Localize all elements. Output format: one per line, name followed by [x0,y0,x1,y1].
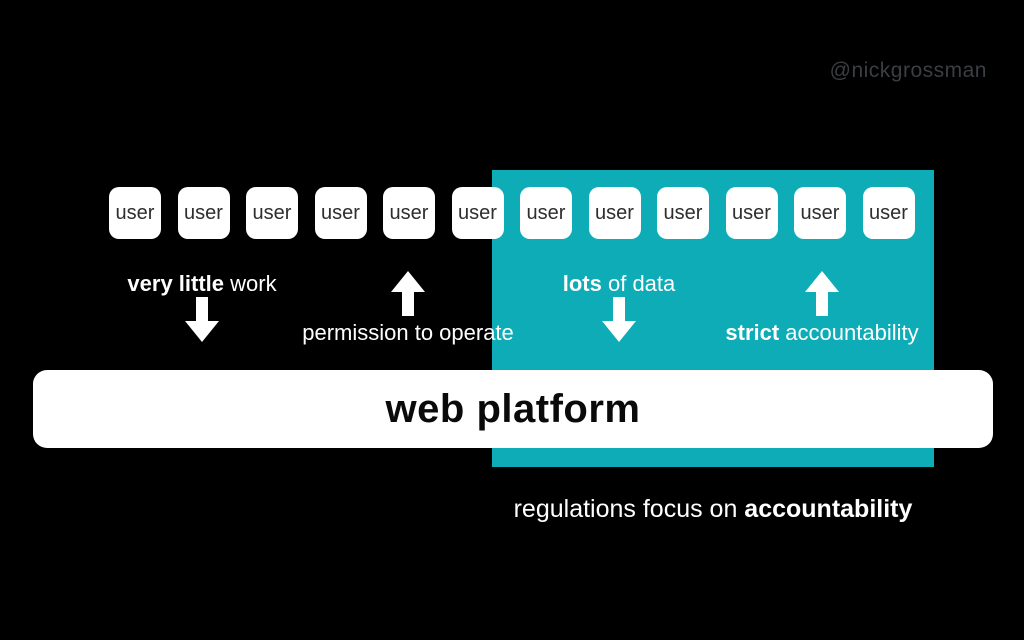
user-box-label: user [184,201,223,224]
very-little-work-label: very little work [127,271,276,297]
lots-of-data-label: lots of data [563,271,676,297]
user-box-label: user [595,201,634,224]
user-box-label: user [458,201,497,224]
regulations-caption: regulations focus on accountability [514,495,913,524]
user-box-label: user [389,201,429,224]
very-little-work-label-regular: work [224,271,277,296]
user-box: user [588,187,641,239]
user-box-label: user [663,201,703,224]
user-box-label: user [800,201,840,224]
user-box-label: user [732,201,771,224]
user-box: user [725,187,778,239]
user-box: user [109,187,161,239]
arrow-up-icon [391,271,425,316]
user-box: user [794,187,846,239]
user-box: user [520,187,572,239]
web-platform-bar: web platform [33,370,993,448]
user-box-label: user [869,201,908,224]
user-row: user user user user user user user user … [109,187,915,239]
strict-accountability-label-bold: strict [725,320,780,345]
user-box-label: user [252,201,292,224]
lots-of-data-label-bold: lots [562,271,602,296]
strict-accountability-label-regular: accountability [779,320,919,345]
user-box: user [657,187,709,239]
very-little-work-label-bold: very little [127,271,225,296]
regulations-caption-regular: regulations focus on [513,495,745,523]
user-box-label: user [526,201,566,224]
arrow-down-icon [602,297,636,342]
user-box: user [177,187,230,239]
regulations-caption-bold: accountability [744,495,913,523]
arrow-up-icon [805,271,839,316]
user-box-label: user [321,201,360,224]
web-platform-label: web platform [385,386,641,431]
user-box: user [451,187,504,239]
user-box: user [314,187,367,239]
arrow-down-icon [185,297,219,342]
user-box: user [246,187,298,239]
user-box-label: user [115,201,155,224]
author-handle: @nickgrossman [829,59,987,82]
lots-of-data-label-regular: of data [601,271,676,296]
permission-to-operate-label: permission to operate [302,320,514,345]
user-box: user [862,187,915,239]
user-box: user [383,187,435,239]
strict-accountability-label: strict accountability [725,320,918,346]
